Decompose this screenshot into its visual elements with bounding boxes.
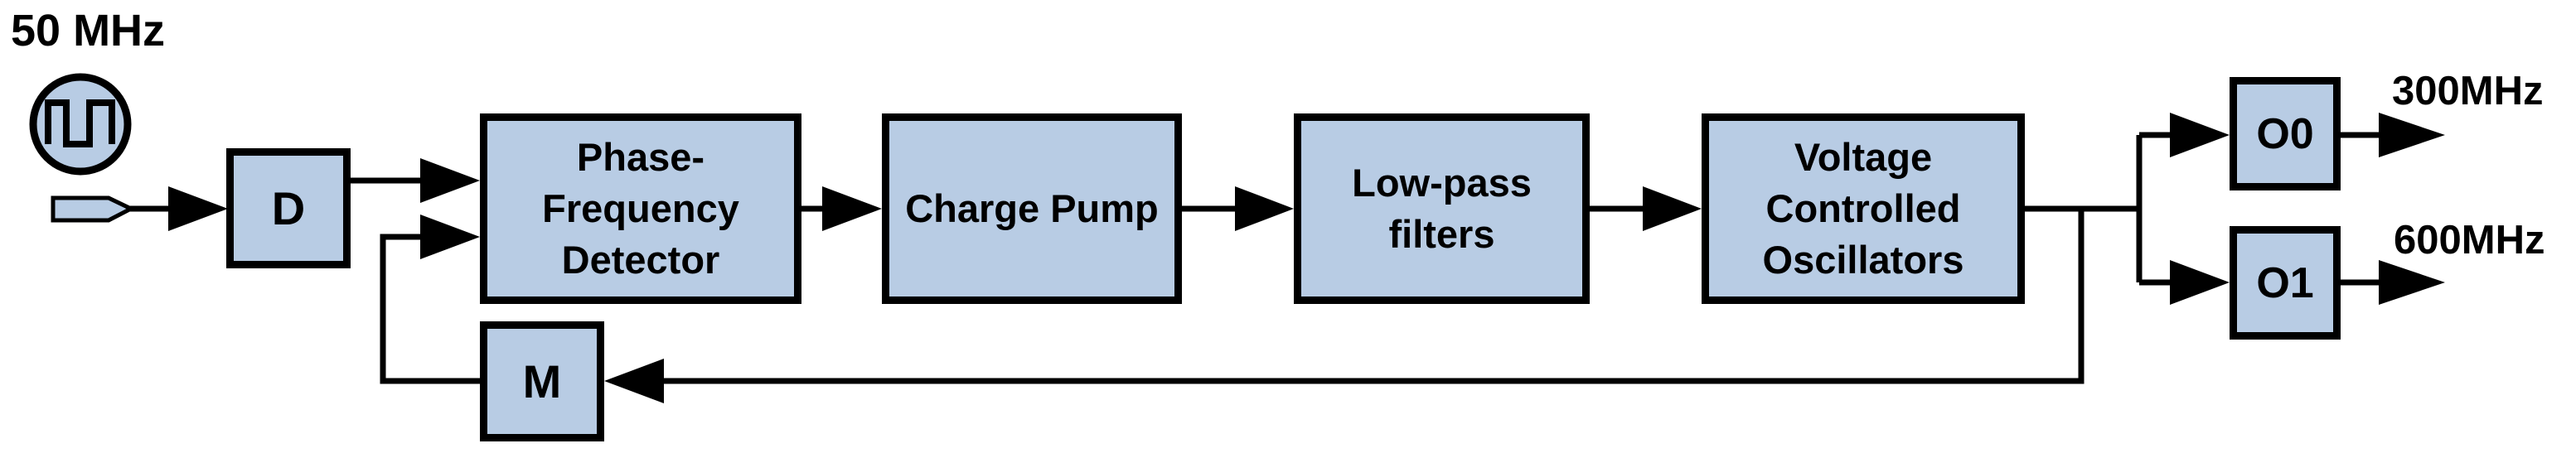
vco-label-line2: Controlled xyxy=(1765,186,1961,230)
block-output-o1-label: O1 xyxy=(2256,258,2314,307)
block-low-pass-filters: Low-pass filters xyxy=(1294,113,1590,304)
pfd-label-line2: Frequency xyxy=(542,186,739,230)
arrowhead-into-pfd-feedback xyxy=(420,215,480,259)
block-divider-d: D xyxy=(226,148,351,268)
lpf-label-line1: Low-pass xyxy=(1352,160,1532,205)
block-output-o0-label: O0 xyxy=(2256,109,2314,158)
arrowhead-into-m xyxy=(604,359,664,403)
arrowhead-into-pfd-reference xyxy=(420,158,480,203)
vco-label-line3: Oscillators xyxy=(1762,238,1964,282)
arrowhead-into-o1 xyxy=(2170,260,2230,305)
arrowhead-into-d xyxy=(168,186,228,231)
lpf-label-line2: filters xyxy=(1388,212,1495,256)
block-charge-pump: Charge Pump xyxy=(882,113,1182,304)
arrowhead-into-chargepump xyxy=(822,186,882,231)
block-voltage-controlled-oscillators: Voltage Controlled Oscillators xyxy=(1702,113,2025,304)
arrowhead-into-lpf xyxy=(1235,186,1294,231)
block-output-o0: O0 xyxy=(2230,77,2341,190)
input-pin-icon xyxy=(51,195,136,223)
block-feedback-divider-m: M xyxy=(480,321,604,441)
output-frequency-label-o0: 300MHz xyxy=(2392,69,2544,113)
pfd-label-line3: Detector xyxy=(561,238,720,282)
connector-group xyxy=(130,132,2380,384)
pfd-label-line1: Phase- xyxy=(576,134,705,179)
connector-feedback-to-m xyxy=(663,209,2085,384)
arrowhead-o0-output xyxy=(2379,113,2445,157)
charge-pump-label: Charge Pump xyxy=(905,186,1159,230)
block-divider-d-label: D xyxy=(271,181,306,234)
connector-m-to-pfd xyxy=(380,234,482,384)
source-frequency-label: 50 MHz xyxy=(11,6,166,55)
block-feedback-divider-m-label: M xyxy=(522,354,562,407)
arrowhead-o1-output xyxy=(2379,260,2445,305)
arrowhead-into-o0 xyxy=(2170,113,2230,157)
arrowhead-into-vco xyxy=(1643,186,1702,231)
block-output-o1: O1 xyxy=(2230,226,2341,340)
arrowhead-group xyxy=(168,113,2445,403)
square-wave-icon xyxy=(45,99,115,147)
vco-label-line1: Voltage xyxy=(1794,134,1933,179)
output-frequency-label-o1: 600MHz xyxy=(2394,218,2545,263)
block-phase-frequency-detector: Phase- Frequency Detector xyxy=(480,113,801,304)
